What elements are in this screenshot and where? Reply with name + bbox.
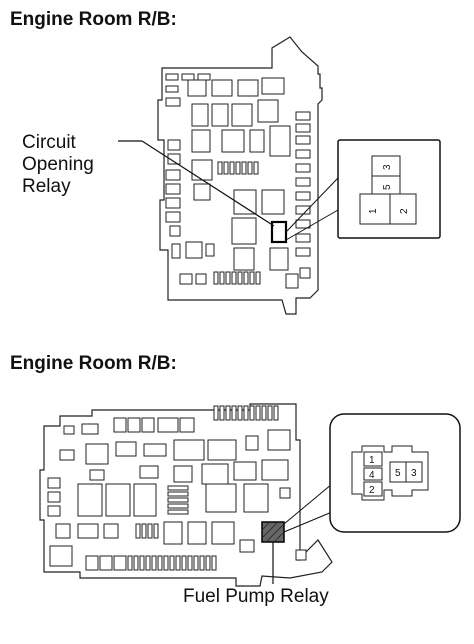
zoom-leader-top [285,177,339,233]
relay-block-1 [157,36,323,315]
circuit-opening-relay-marker [270,220,288,244]
zoom-leader-bottom [285,209,339,241]
pin-cell-3b [405,461,423,483]
diagram1-title: Engine Room R/B: [10,9,177,30]
pin-label-2: 2 [399,208,410,214]
pin-cell-2b [363,481,383,497]
zoom-leader-2-top [283,483,333,525]
pin-cell-2 [389,193,417,225]
pin-cell-4 [363,467,383,481]
fuel-pump-relay-label: Fuel Pump Relay [183,586,329,607]
callout-line-1: Circuit [22,132,76,153]
pin-label-3: 3 [382,164,393,170]
callout-leader-2 [141,140,275,227]
pin-cell-1b [363,451,383,467]
fuel-pump-relay-pinout: 1 4 2 5 3 [329,413,461,533]
pin-label-3b: 3 [411,468,417,479]
callout-line-2: Opening [22,154,94,175]
fuel-pump-relay-marker [261,521,285,543]
diagram2-title: Engine Room R/B: [10,353,177,374]
circuit-opening-relay-pinout: 1 2 5 3 [337,139,441,239]
pin-label-1: 1 [368,208,379,214]
pin-label-5: 5 [382,184,393,190]
callout-line-3: Relay [22,176,71,197]
pin-label-2b: 2 [369,485,375,496]
zoom-leader-2-bottom [283,511,333,533]
pin-cell-1 [359,193,391,225]
pin-label-1b: 1 [369,455,375,466]
pin-label-4: 4 [369,470,375,481]
relay-block-2 [39,403,333,587]
circuit-opening-relay-label: Circuit Opening Relay [22,132,94,198]
pin-label-5b: 5 [395,468,401,479]
